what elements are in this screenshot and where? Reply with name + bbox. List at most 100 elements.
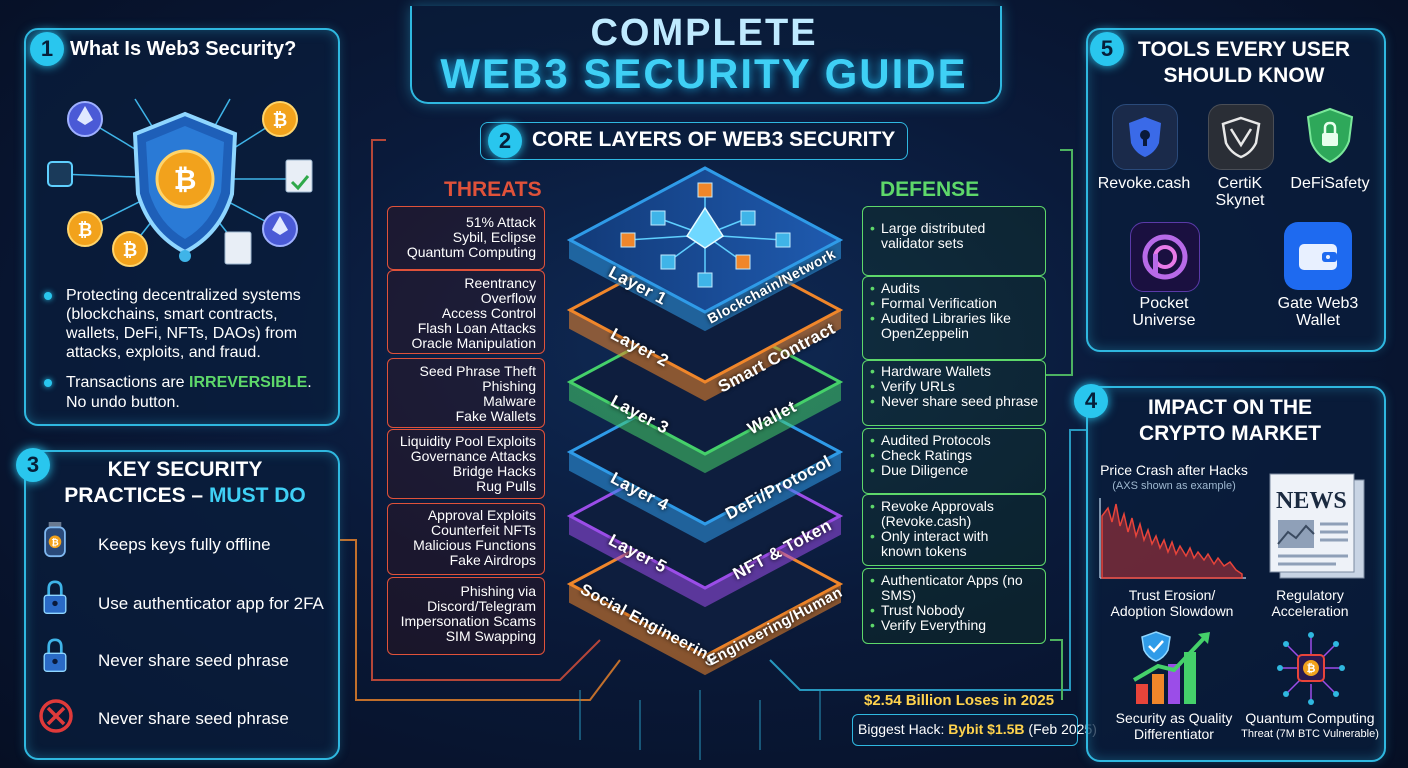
prohibited-icon	[39, 699, 73, 733]
section5-number: 5	[1090, 32, 1124, 66]
section4-heading-line1: IMPACT ON THE	[1147, 396, 1313, 419]
tool-label-pocket: Pocket Universe	[1099, 295, 1229, 329]
section3-heading-prefix: PRACTICES –	[64, 484, 209, 507]
section1-bullet1-text: Protecting decentralized systems (blockc…	[66, 287, 301, 361]
threat-group-3: Seed Phrase Theft Phishing Malware Fake …	[387, 358, 545, 428]
gate-web3-wallet-icon[interactable]	[1284, 222, 1352, 290]
tool-label-revoke: Revoke.cash	[1097, 175, 1191, 192]
svg-text:₿: ₿	[1307, 663, 1316, 675]
practice-label-4: Never share seed phrase	[98, 709, 289, 728]
section4-number: 4	[1074, 384, 1108, 418]
defense-item: validator sets	[881, 235, 964, 251]
defense-group-5: Revoke Approvals (Revoke.cash) Only inte…	[862, 494, 1046, 566]
section1-bullet2-line2: No undo button.	[66, 394, 180, 411]
impact-line: Differentiator	[1134, 726, 1214, 742]
section1-bullet2-suffix: .	[307, 374, 312, 391]
losses-stat: $2.54 Billion Loses in 2025	[864, 692, 1055, 709]
padlock-icon	[43, 638, 67, 672]
certik-skynet-icon[interactable]	[1208, 104, 1274, 170]
threat-item: Fake Airdrops	[449, 552, 536, 568]
threat-item: Seed Phrase Theft	[419, 363, 536, 379]
defense-item: SMS)	[881, 587, 916, 603]
threat-item: 51% Attack	[465, 214, 536, 230]
defense-heading: DEFENSE	[880, 178, 980, 201]
threats-heading: THREATS	[444, 178, 542, 201]
impact-label-2: Regulatory Acceleration	[1250, 587, 1370, 619]
growth-shield-chart-icon	[1132, 631, 1210, 704]
svg-text:₿: ₿	[273, 110, 288, 130]
threat-item: Phishing via	[460, 583, 537, 599]
section3-heading-line2: PRACTICES – MUST DO	[40, 484, 330, 508]
section3-panel	[24, 450, 340, 760]
padlock-icon	[43, 580, 67, 614]
tool-label-certik: CertiK Skynet	[1175, 175, 1305, 209]
impact-line: Security as Quality	[1115, 710, 1233, 726]
defense-item: Trust Nobody	[870, 603, 1041, 619]
defense-item: (Revoke.cash)	[881, 513, 972, 529]
threat-group-6: Phishing via Discord/Telegram Impersonat…	[387, 577, 545, 655]
threat-item: Flash Loan Attacks	[417, 320, 536, 336]
threat-item: Discord/Telegram	[427, 598, 536, 614]
threat-item: Bridge Hacks	[452, 463, 536, 479]
hack-suffix: (Feb 2025)	[1024, 721, 1097, 737]
defense-item: Revoke Approvals	[870, 499, 1041, 515]
threat-item: Quantum Computing	[406, 244, 536, 260]
defense-item: Never share seed phrase	[870, 394, 1041, 410]
threat-group-2: Reentrancy Overflow Access Control Flash…	[387, 270, 545, 354]
threat-item: Malicious Functions	[413, 537, 536, 553]
biggest-hack-stat: Biggest Hack: Bybit $1.5B (Feb 2025)	[858, 721, 1097, 737]
practice-label-2: Use authenticator app for 2FA	[98, 594, 324, 613]
impact-line: Acceleration	[1271, 603, 1349, 619]
section1-bullet2-emphasis: IRREVERSIBLE	[189, 374, 308, 391]
defense-item: Authenticator Apps (no	[870, 573, 1041, 589]
revoke-cash-icon[interactable]	[1112, 104, 1178, 170]
tool-label-line: Gate Web3	[1277, 295, 1359, 312]
impact-line: Adoption Slowdown	[1110, 603, 1234, 619]
bullet-icon	[44, 379, 52, 387]
price-chart-subtitle: (AXS shown as example)	[1112, 480, 1236, 492]
defense-item: Audited Libraries like	[870, 311, 1041, 327]
bullet-icon	[44, 292, 52, 300]
defisafety-icon[interactable]	[1298, 104, 1362, 168]
defense-item: Verify URLs	[870, 379, 1041, 395]
news-label: NEWS	[1276, 488, 1347, 514]
news-newspaper-icon	[1269, 473, 1365, 579]
defense-item: Audits	[870, 281, 1041, 297]
hardware-wallet-icon: ₿	[44, 522, 66, 558]
defense-group-3: Hardware Wallets Verify URLs Never share…	[862, 360, 1046, 426]
threat-item: Counterfeit NFTs	[430, 522, 536, 538]
defense-group-1: Large distributed validator sets	[862, 206, 1046, 276]
impact-line: Quantum Computing	[1245, 710, 1375, 726]
threat-group-4: Liquidity Pool Exploits Governance Attac…	[387, 429, 545, 499]
tool-label-defisafety: DeFiSafety	[1290, 175, 1370, 192]
defense-item: Hardware Wallets	[870, 364, 1041, 380]
impact-line: Threat (7M BTC Vulnerable)	[1241, 728, 1379, 740]
pocket-universe-icon[interactable]	[1130, 222, 1200, 292]
defense-group-4: Audited Protocols Check Ratings Due Dili…	[862, 428, 1046, 494]
threat-item: Approval Exploits	[427, 507, 536, 523]
threat-item: Phishing	[482, 378, 536, 394]
page-title-line2: WEB3 SECURITY GUIDE	[440, 50, 968, 97]
threat-group-1: 51% Attack Sybil, Eclipse Quantum Comput…	[387, 206, 545, 270]
network-nodes	[620, 182, 791, 288]
defense-item: Large distributed	[870, 221, 1041, 237]
section1-bullet2-prefix: Transactions are	[66, 374, 190, 391]
threat-item: Governance Attacks	[410, 448, 536, 464]
quantum-chip-icon: ₿	[1277, 632, 1345, 705]
defense-item: Formal Verification	[870, 296, 1041, 312]
layer-stack-illustration	[566, 166, 844, 676]
threat-item: Reentrancy	[464, 275, 536, 291]
title-banner	[410, 6, 1002, 104]
threat-item: Access Control	[441, 305, 536, 321]
impact-label-4: Quantum Computing Threat (7M BTC Vulnera…	[1238, 710, 1382, 742]
defense-item: Audited Protocols	[870, 433, 1041, 449]
threat-item: Impersonation Scams	[400, 613, 536, 629]
threat-group-5: Approval Exploits Counterfeit NFTs Malic…	[387, 503, 545, 575]
impact-label-3: Security as Quality Differentiator	[1094, 710, 1254, 742]
section4-heading-line2: CRYPTO MARKET	[1138, 422, 1321, 445]
defense-group-6: Authenticator Apps (no SMS) Trust Nobody…	[862, 568, 1046, 644]
shield-network-illustration: ₿ ₿ ₿ ₿	[47, 98, 313, 267]
defense-item: Verify Everything	[870, 618, 1041, 634]
biggest-hack-box	[852, 714, 1078, 746]
svg-text:₿: ₿	[78, 220, 93, 240]
